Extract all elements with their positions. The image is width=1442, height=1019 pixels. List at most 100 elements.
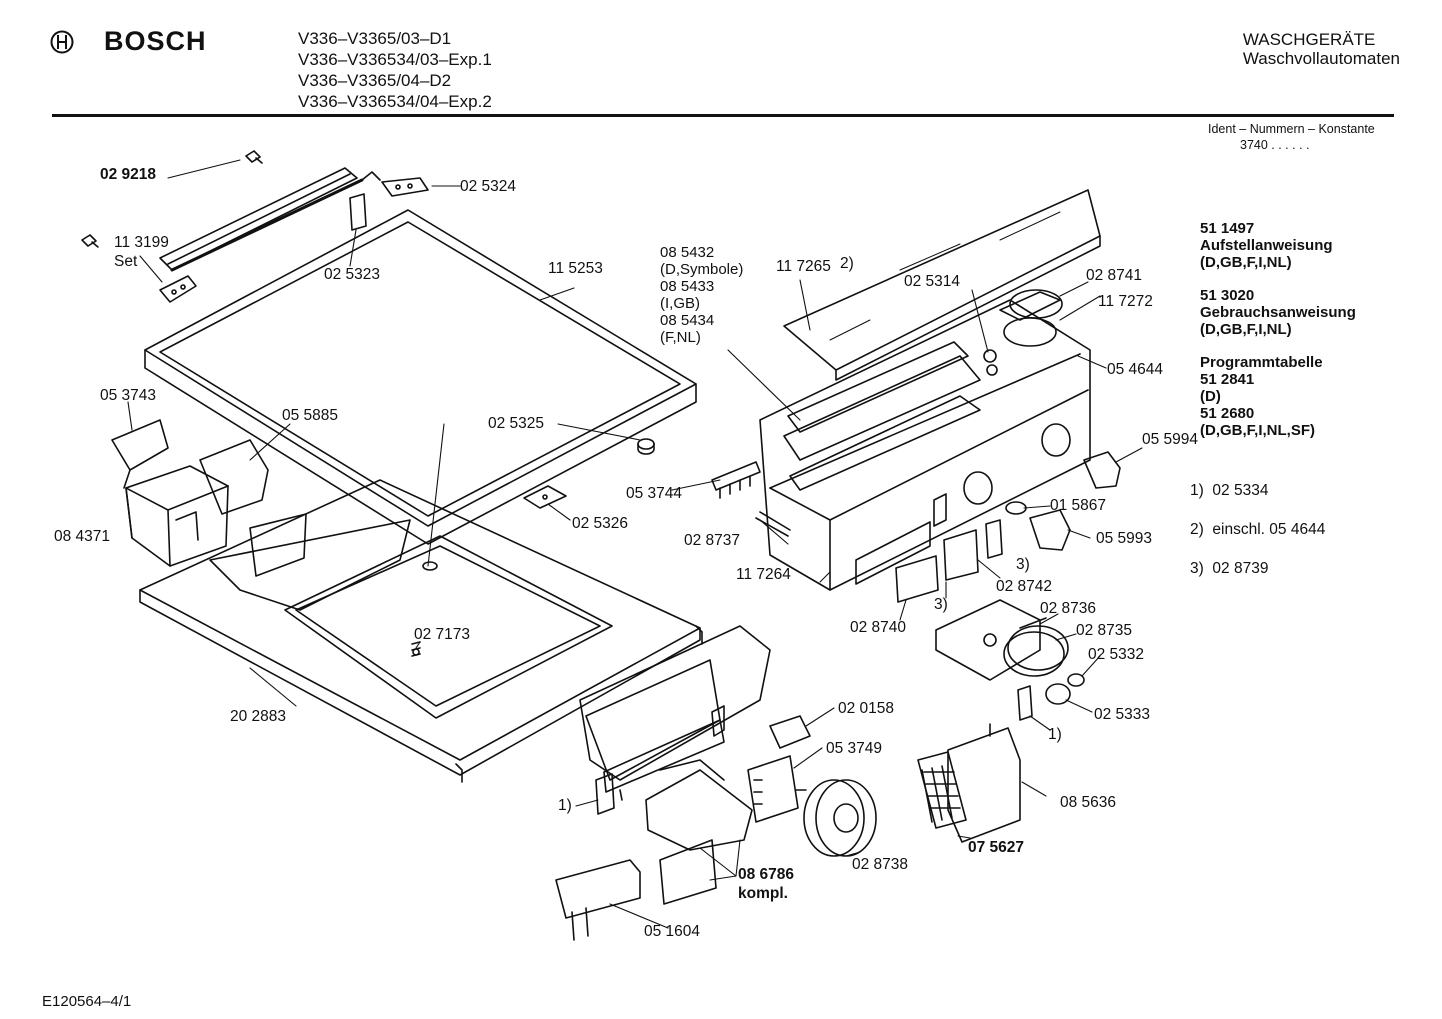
footnote: 2) einschl. 05 4644 bbox=[1190, 521, 1325, 539]
knob-part bbox=[896, 452, 1120, 602]
part-label: 11 7265 bbox=[776, 258, 831, 275]
part-label: 05 1604 bbox=[644, 923, 701, 940]
part-label: 11 3199 bbox=[114, 234, 169, 251]
part-label: 02 5333 bbox=[1094, 706, 1151, 723]
part-label: 05 4644 bbox=[1107, 361, 1164, 378]
doc-title: Aufstellanweisung bbox=[1200, 237, 1333, 254]
doc-title: Gebrauchsanweisung bbox=[1200, 304, 1356, 321]
part-label: 08 5432 bbox=[660, 244, 715, 261]
part-label: 02 5314 bbox=[904, 273, 961, 290]
brand-name: BOSCH bbox=[104, 26, 207, 56]
ident-value: 3740 . . . . . . bbox=[1240, 138, 1310, 152]
symbols-part-block: 08 5432 (D,Symbole) 08 5433 (I,GB) 08 54… bbox=[660, 244, 743, 346]
part-label: 02 5326 bbox=[572, 515, 629, 532]
screw-part bbox=[82, 151, 262, 247]
model-list: V336–V3365/03–D1 V336–V336534/03–Exp.1 V… bbox=[298, 28, 492, 112]
leader-lines bbox=[128, 160, 1142, 928]
part-label: 02 5323 bbox=[324, 266, 381, 283]
hinge-bracket-part bbox=[350, 178, 428, 230]
control-panel-part bbox=[760, 290, 1090, 590]
part-label: 02 8742 bbox=[996, 578, 1053, 595]
category-subtitle: Waschvollautomaten bbox=[1242, 49, 1400, 68]
footnote-text: 02 8739 bbox=[1212, 560, 1269, 577]
model-line: V336–V3365/04–D2 bbox=[298, 71, 452, 90]
part-label: 11 7272 bbox=[1098, 293, 1153, 310]
part-label: 08 5433 bbox=[660, 278, 715, 295]
part-label: 08 4371 bbox=[54, 528, 111, 545]
footnote-text: einschl. 05 4644 bbox=[1212, 521, 1326, 538]
doc-title: Programmtabelle bbox=[1200, 354, 1323, 371]
switch-module-part bbox=[556, 716, 810, 940]
doc-program: Programmtabelle 51 2841 (D) 51 2680 (D,G… bbox=[1200, 354, 1356, 439]
part-label: kompl. bbox=[738, 885, 788, 902]
part-label: 05 5994 bbox=[1142, 431, 1199, 448]
part-label: 02 0158 bbox=[838, 700, 895, 717]
part-label: 02 8740 bbox=[850, 619, 907, 636]
part-label: 07 5627 bbox=[968, 839, 1025, 856]
top-lid-part bbox=[145, 210, 696, 544]
document-code: E120564–4/1 bbox=[42, 993, 132, 1010]
category-title: WASCHGERÄTE bbox=[1242, 30, 1376, 49]
doc-languages: (D,GB,F,I,NL,SF) bbox=[1200, 422, 1315, 439]
clip-part bbox=[423, 439, 654, 570]
footnote-key: 1) bbox=[1190, 482, 1204, 499]
comb-insert-part bbox=[712, 462, 760, 498]
timer-assembly-part bbox=[918, 724, 1020, 842]
part-label: 05 3743 bbox=[100, 387, 157, 404]
part-label: 05 5993 bbox=[1096, 530, 1153, 547]
part-label: 1) bbox=[558, 797, 572, 814]
part-label: 05 5885 bbox=[282, 407, 339, 424]
detergent-drawer-part bbox=[112, 420, 268, 566]
doc-install: 51 1497 Aufstellanweisung (D,GB,F,I,NL) bbox=[1200, 220, 1356, 271]
document-references: 51 1497 Aufstellanweisung (D,GB,F,I,NL) … bbox=[1200, 220, 1356, 455]
part-label: 3) bbox=[1016, 556, 1030, 573]
part-label: 02 8735 bbox=[1076, 622, 1133, 639]
program-drum-part bbox=[796, 780, 876, 856]
part-label: 05 3749 bbox=[826, 740, 883, 757]
category: WASCHGERÄTE Waschvollautomaten bbox=[1243, 30, 1400, 68]
part-label: 1) bbox=[1048, 726, 1062, 743]
doc-number: 51 1497 bbox=[1200, 220, 1255, 237]
part-label: 02 9218 bbox=[100, 166, 157, 183]
model-line: V336–V336534/04–Exp.2 bbox=[298, 92, 492, 111]
model-line: V336–V336534/03–Exp.1 bbox=[298, 50, 492, 69]
part-label: 3) bbox=[934, 596, 948, 613]
part-label: 02 8741 bbox=[1086, 267, 1143, 284]
part-label: 02 7173 bbox=[414, 626, 471, 643]
part-label: 01 5867 bbox=[1050, 497, 1107, 514]
doc-languages: (D,GB,F,I,NL) bbox=[1200, 254, 1292, 271]
base-frame-part bbox=[140, 480, 702, 782]
part-label: 2) bbox=[840, 255, 854, 272]
doc-number: 51 2841 bbox=[1200, 371, 1255, 388]
doc-number: 51 3020 bbox=[1200, 287, 1255, 304]
part-label: 11 5253 bbox=[548, 260, 603, 277]
doc-languages: (D) bbox=[1200, 388, 1221, 405]
footnote-key: 3) bbox=[1190, 560, 1204, 577]
panel-insert-part bbox=[756, 342, 980, 536]
model-line: V336–V3365/03–D1 bbox=[298, 29, 452, 48]
footnote-text: 02 5334 bbox=[1212, 482, 1269, 499]
ident-label: Ident – Nummern – Konstante bbox=[1208, 122, 1375, 136]
doc-usage: 51 3020 Gebrauchsanweisung (D,GB,F,I,NL) bbox=[1200, 287, 1356, 338]
part-label: 08 5434 bbox=[660, 312, 715, 329]
fascia-cover-part bbox=[784, 190, 1100, 380]
part-label: 08 5636 bbox=[1060, 794, 1117, 811]
bosch-logo-icon bbox=[50, 30, 74, 54]
part-label: 05 3744 bbox=[626, 485, 683, 502]
footnote-key: 2) bbox=[1190, 521, 1204, 538]
part-label: (I,GB) bbox=[660, 295, 700, 312]
hinge-rail-part bbox=[160, 168, 380, 302]
part-label: 02 5324 bbox=[460, 178, 517, 195]
part-label: 02 5332 bbox=[1088, 646, 1145, 663]
footnote: 1) 02 5334 bbox=[1190, 482, 1268, 500]
doc-number: 51 2680 bbox=[1200, 405, 1255, 422]
part-label: (F,NL) bbox=[660, 329, 701, 346]
doc-languages: (D,GB,F,I,NL) bbox=[1200, 321, 1292, 338]
part-label: 02 8738 bbox=[852, 856, 909, 873]
part-label: 08 6786 bbox=[738, 866, 795, 883]
part-label: 02 8737 bbox=[684, 532, 741, 549]
part-label: (D,Symbole) bbox=[660, 261, 744, 278]
footnote: 3) 02 8739 bbox=[1190, 560, 1268, 578]
